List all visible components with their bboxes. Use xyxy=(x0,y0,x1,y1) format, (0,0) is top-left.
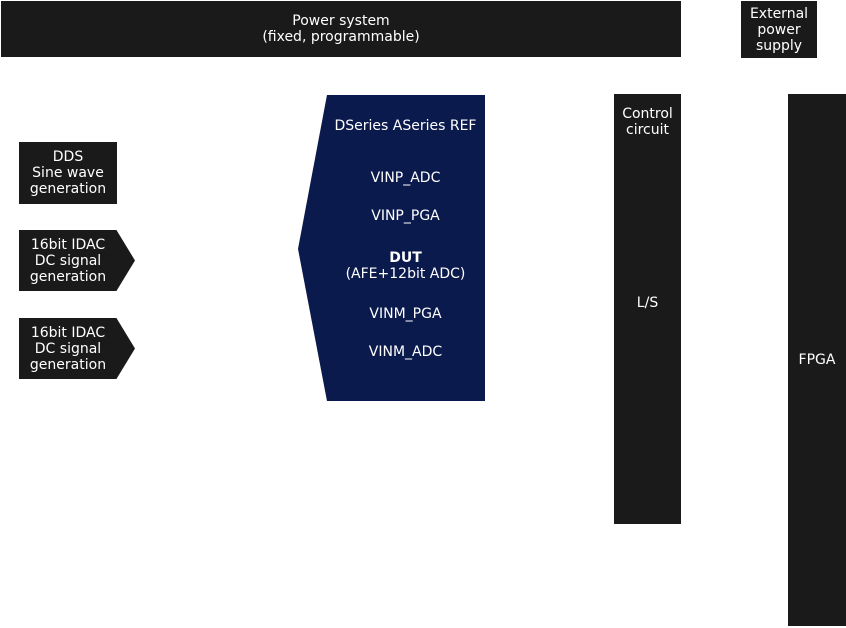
idac-block-1: 16bit IDAC DC signal generation xyxy=(19,230,135,291)
dut-subtitle: (AFE+12bit ADC) xyxy=(345,266,466,282)
control-circuit-line2: circuit xyxy=(626,122,669,138)
dds-line3: generation xyxy=(29,181,107,197)
idac1-line2: DC signal xyxy=(34,252,102,269)
level-shifter-label: L/S xyxy=(636,295,659,311)
power-system-title: Power system xyxy=(292,13,390,29)
power-system-subtitle: (fixed, programmable) xyxy=(262,29,420,45)
dut-vinp-adc-label: VINP_ADC xyxy=(370,170,441,186)
control-circuit-block: Control circuit L/S xyxy=(614,94,681,524)
idac-block-2: 16bit IDAC DC signal generation xyxy=(19,318,135,379)
idac2-line3: generation xyxy=(29,356,107,373)
external-power-line1: External xyxy=(749,5,809,22)
dut-title: DUT xyxy=(389,250,422,266)
dds-block: DDS Sine wave generation xyxy=(19,142,117,204)
idac2-line1: 16bit IDAC xyxy=(30,324,106,341)
control-circuit-line1: Control xyxy=(622,106,673,122)
external-power-supply-block: External power supply xyxy=(741,1,817,58)
dut-vinm-adc-label: VINM_ADC xyxy=(368,344,443,360)
dut-refs-label: DSeries ASeries REF xyxy=(334,118,477,134)
idac2-line2: DC signal xyxy=(34,340,102,357)
idac1-line3: generation xyxy=(29,268,107,285)
dds-line2: Sine wave xyxy=(32,165,104,181)
external-power-line3: supply xyxy=(755,37,803,54)
dut-vinm-pga-label: VINM_PGA xyxy=(369,306,442,322)
dds-line1: DDS xyxy=(52,149,84,165)
fpga-block: FPGA xyxy=(788,94,846,626)
dut-block: DSeries ASeries REF VINP_ADC VINP_PGA DU… xyxy=(298,95,485,401)
idac1-line1: 16bit IDAC xyxy=(30,236,106,253)
external-power-line2: power xyxy=(757,21,801,38)
fpga-label: FPGA xyxy=(798,352,836,368)
power-system-block: Power system (fixed, programmable) xyxy=(1,1,681,57)
dut-vinp-pga-label: VINP_PGA xyxy=(371,208,440,224)
